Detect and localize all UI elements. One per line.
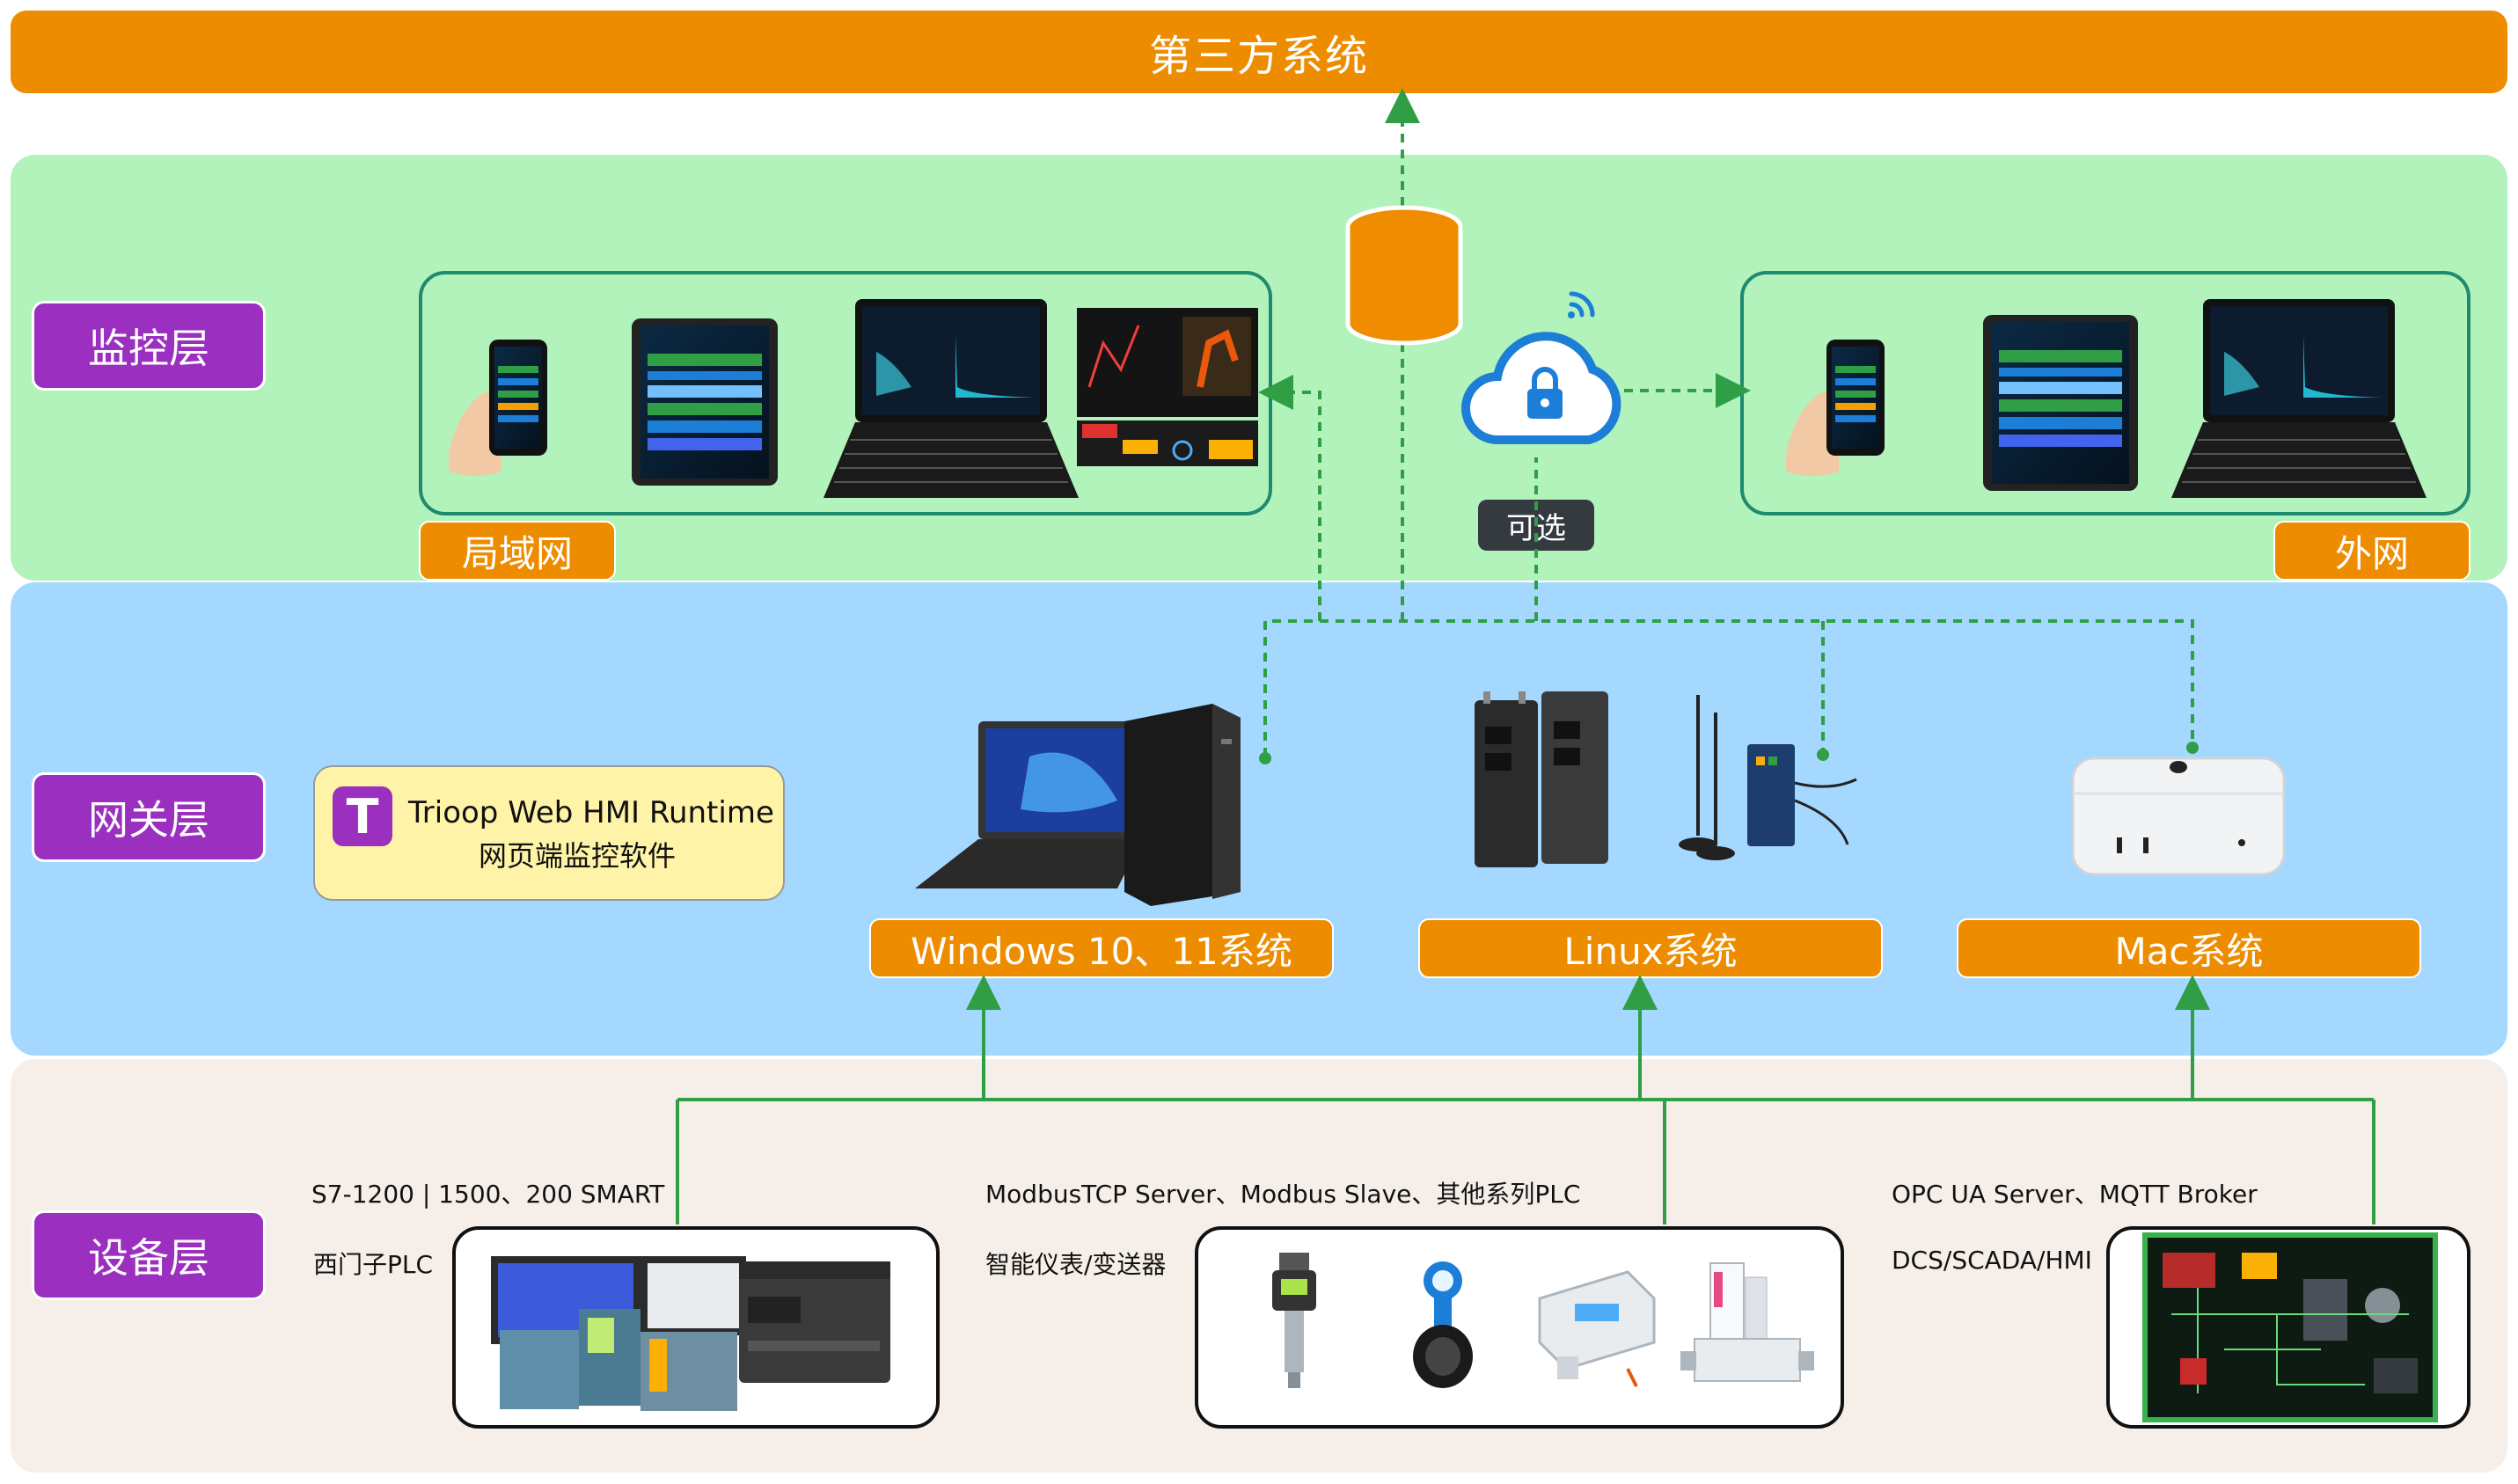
wan-laptop [2171, 299, 2427, 498]
air-quality-transmitter [1538, 1270, 1656, 1387]
linux-gateway-boxes [1475, 691, 1608, 867]
pressure-transmitter [1272, 1253, 1316, 1388]
connector-dots [1259, 742, 2199, 764]
windows-system-tag: Windows 10、11系统 [869, 918, 1334, 978]
lan-tablet [632, 318, 778, 486]
siemens-plc-label: 西门子PLC [313, 1250, 434, 1279]
linux-system-tag: Linux系统 [1418, 918, 1883, 978]
modbus-protocols-label: ModbusTCP Server、Modbus Slave、其他系列PLC [985, 1180, 1581, 1209]
wifi-signal-icon [1568, 291, 1595, 318]
software-subtitle: 网页端监控软件 [479, 839, 677, 873]
mac-system-tag: Mac系统 [1957, 918, 2421, 978]
lan-scada-screen [1077, 308, 1258, 466]
siemens-hmi-and-plc [491, 1256, 746, 1411]
windows-tower-pc [1124, 704, 1241, 906]
siemens-protocols-label: S7-1200 | 1500、200 SMART [311, 1180, 665, 1209]
wan-tag: 外网 [2273, 521, 2470, 581]
magnetic-flowmeter [1413, 1261, 1473, 1388]
dcs-scada-panel [2142, 1232, 2438, 1422]
wan-tablet [1983, 315, 2138, 491]
gateway-to-monitor-connectors [1258, 88, 2194, 757]
third-party-system-banner: 第三方系统 [11, 11, 2507, 93]
trioop-logo-icon: T [333, 786, 392, 846]
mac-mini [2071, 757, 2286, 876]
lan-tag: 局域网 [419, 521, 616, 581]
lan-phone-in-hand [449, 340, 547, 476]
monitor-layer-tag: 监控层 [32, 301, 266, 391]
opc-mqtt-protocols-label: OPC UA Server、MQTT Broker [1892, 1180, 2258, 1209]
device-layer-tag: 设备层 [32, 1210, 266, 1300]
dcs-scada-hmi-label: DCS/SCADA/HMI [1892, 1246, 2092, 1275]
software-name: Trioop Web HMI Runtime [408, 795, 774, 830]
linux-4g-router [1679, 695, 1857, 860]
lan-laptop [823, 299, 1079, 498]
windows-laptop [915, 721, 1142, 888]
instrument-label: 智能仪表/变送器 [985, 1250, 1167, 1279]
siemens-s7-200-plc [739, 1261, 890, 1383]
software-card: T Trioop Web HMI Runtime 网页端监控软件 [313, 765, 785, 901]
gateway-layer-tag: 网关层 [32, 772, 266, 862]
database-icon [1345, 205, 1463, 346]
device-to-system-connectors [676, 975, 2375, 1224]
wan-phone-in-hand [1786, 340, 1885, 476]
cloud-lock-icon [1461, 332, 1621, 444]
mass-flow-controller [1680, 1262, 1814, 1382]
